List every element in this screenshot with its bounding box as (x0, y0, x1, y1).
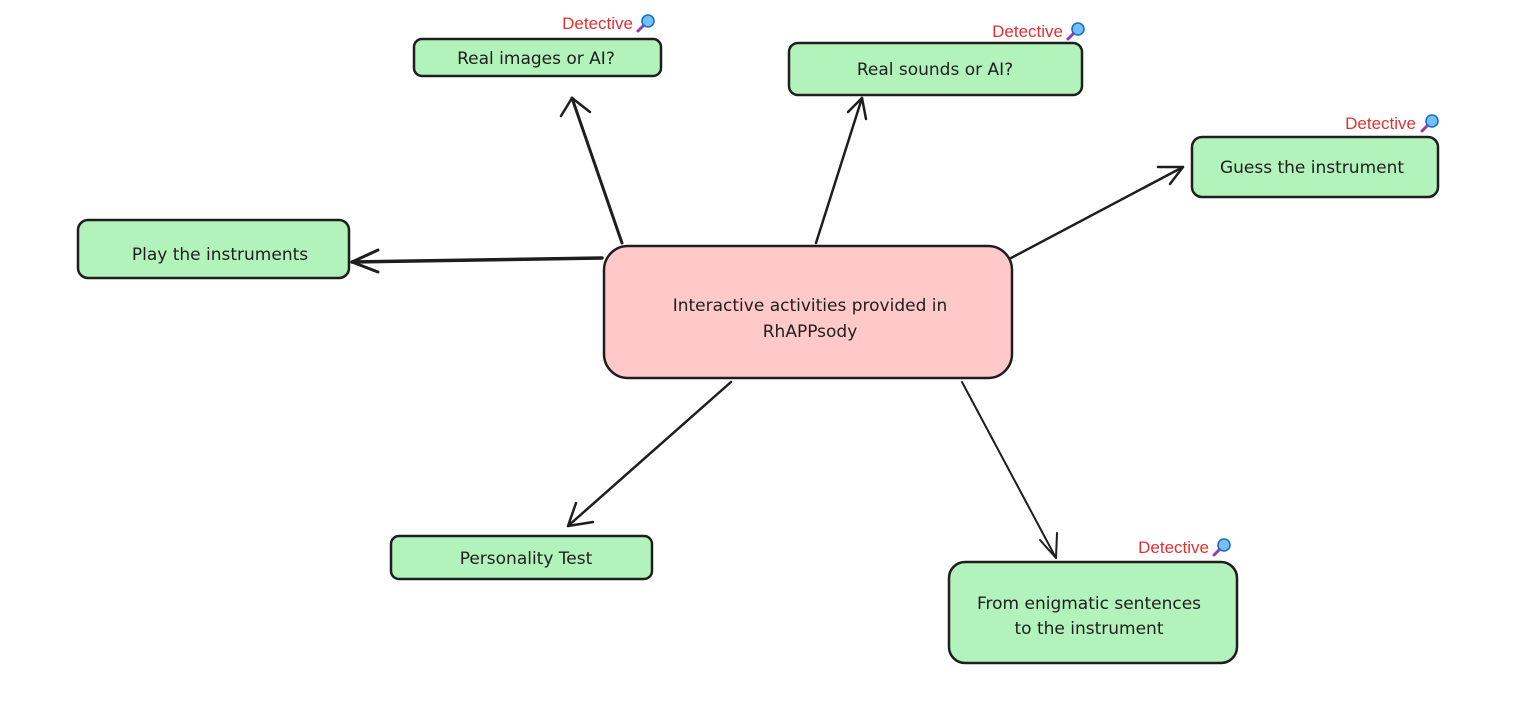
node-personality-test: Personality Test (389, 534, 654, 581)
arrow-to-real-images (559, 96, 624, 245)
detective-badge-real-images: Detective (562, 13, 656, 33)
magnifying-glass-icon (1066, 21, 1086, 41)
arrow-to-personality-test (566, 380, 733, 528)
center-title-line2: RhAPPsody (763, 322, 858, 342)
node-enigmatic: From enigmatic sentences to the instrume… (947, 560, 1239, 665)
node-label: Real images or AI? (457, 49, 615, 69)
node-label: Personality Test (460, 549, 593, 569)
node-label-line2: to the instrument (1014, 619, 1163, 639)
center-title-line1: Interactive activities provided in (673, 296, 948, 316)
arrow-to-enigmatic (961, 381, 1058, 559)
detective-badge-real-sounds: Detective (992, 21, 1086, 41)
badge-label: Detective (562, 14, 633, 33)
node-guess-instrument: Guess the instrument (1190, 135, 1440, 199)
node-label: Guess the instrument (1220, 158, 1404, 178)
center-node: Interactive activities provided in RhAPP… (602, 244, 1014, 380)
magnifying-glass-icon (1212, 537, 1232, 557)
badge-label: Detective (992, 22, 1063, 41)
node-real-sounds: Real sounds or AI? (787, 41, 1084, 97)
arrow-to-guess-instrument (1009, 165, 1185, 260)
arrow-to-play-instruments (350, 248, 604, 274)
badge-label: Detective (1345, 114, 1416, 133)
magnifying-glass-icon (1420, 113, 1440, 133)
node-label: Real sounds or AI? (857, 60, 1013, 80)
badge-label: Detective (1138, 538, 1209, 557)
detective-badge-enigmatic: Detective (1138, 537, 1232, 557)
detective-badge-guess-instrument: Detective (1345, 113, 1440, 133)
node-real-images: Real images or AI? (412, 37, 663, 78)
node-play-instruments: Play the instruments (76, 218, 351, 280)
magnifying-glass-icon (636, 13, 656, 33)
arrow-to-real-sounds (814, 96, 868, 245)
node-label: Play the instruments (132, 245, 308, 265)
node-label-line1: From enigmatic sentences (977, 594, 1201, 614)
